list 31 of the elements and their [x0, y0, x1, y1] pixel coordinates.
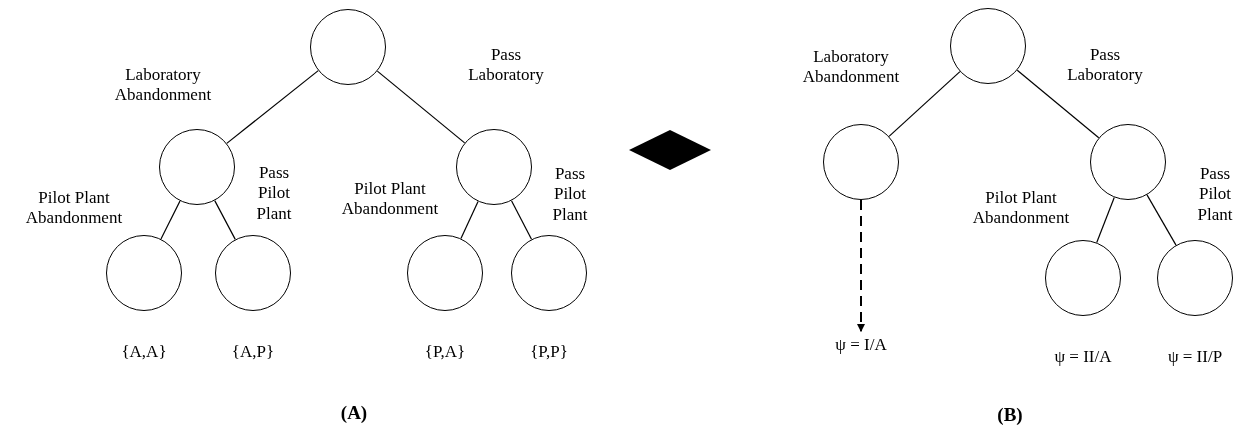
connector-line — [214, 200, 236, 240]
panel-label: (B) — [997, 403, 1023, 426]
connector-line — [1016, 69, 1100, 139]
outcome-label: ψ = II/P — [1167, 347, 1223, 368]
edge-label: Pass Laboratory — [1066, 44, 1144, 86]
outcome-label: {A,A} — [121, 342, 167, 363]
outcome-label: ψ = II/A — [1054, 347, 1112, 368]
connector-line — [888, 71, 961, 137]
connector-line — [376, 70, 466, 144]
edge-label: Pass Laboratory — [467, 44, 545, 86]
connector-line — [460, 200, 479, 240]
edge-label: Pilot Plant Abandonment — [971, 187, 1071, 229]
arrow — [857, 199, 865, 333]
outcome-label: {P,P} — [530, 342, 568, 363]
edge-label: Pass Pilot Plant — [1196, 164, 1234, 226]
edge-label: Laboratory Abandonment — [113, 64, 213, 106]
outcome-label: {P,A} — [424, 342, 466, 363]
outcome-label: {A,P} — [231, 342, 275, 363]
connector-line — [1146, 194, 1177, 246]
connector-line — [226, 70, 319, 144]
connector-line — [160, 200, 181, 240]
edge-label: Pass Pilot Plant — [255, 163, 293, 225]
connector-line — [510, 200, 533, 240]
edge-label: Pass Pilot Plant — [551, 164, 589, 226]
panel-label: (A) — [340, 401, 368, 425]
outcome-label: ψ = I/A — [835, 335, 887, 355]
edge-label: Pilot Plant Abandonment — [340, 178, 440, 220]
edge-label: Laboratory Abandonment — [801, 46, 901, 88]
diamond-symbol — [629, 130, 711, 170]
edge-label: Pilot Plant Abandonment — [24, 187, 124, 229]
connector-line — [1096, 196, 1115, 244]
